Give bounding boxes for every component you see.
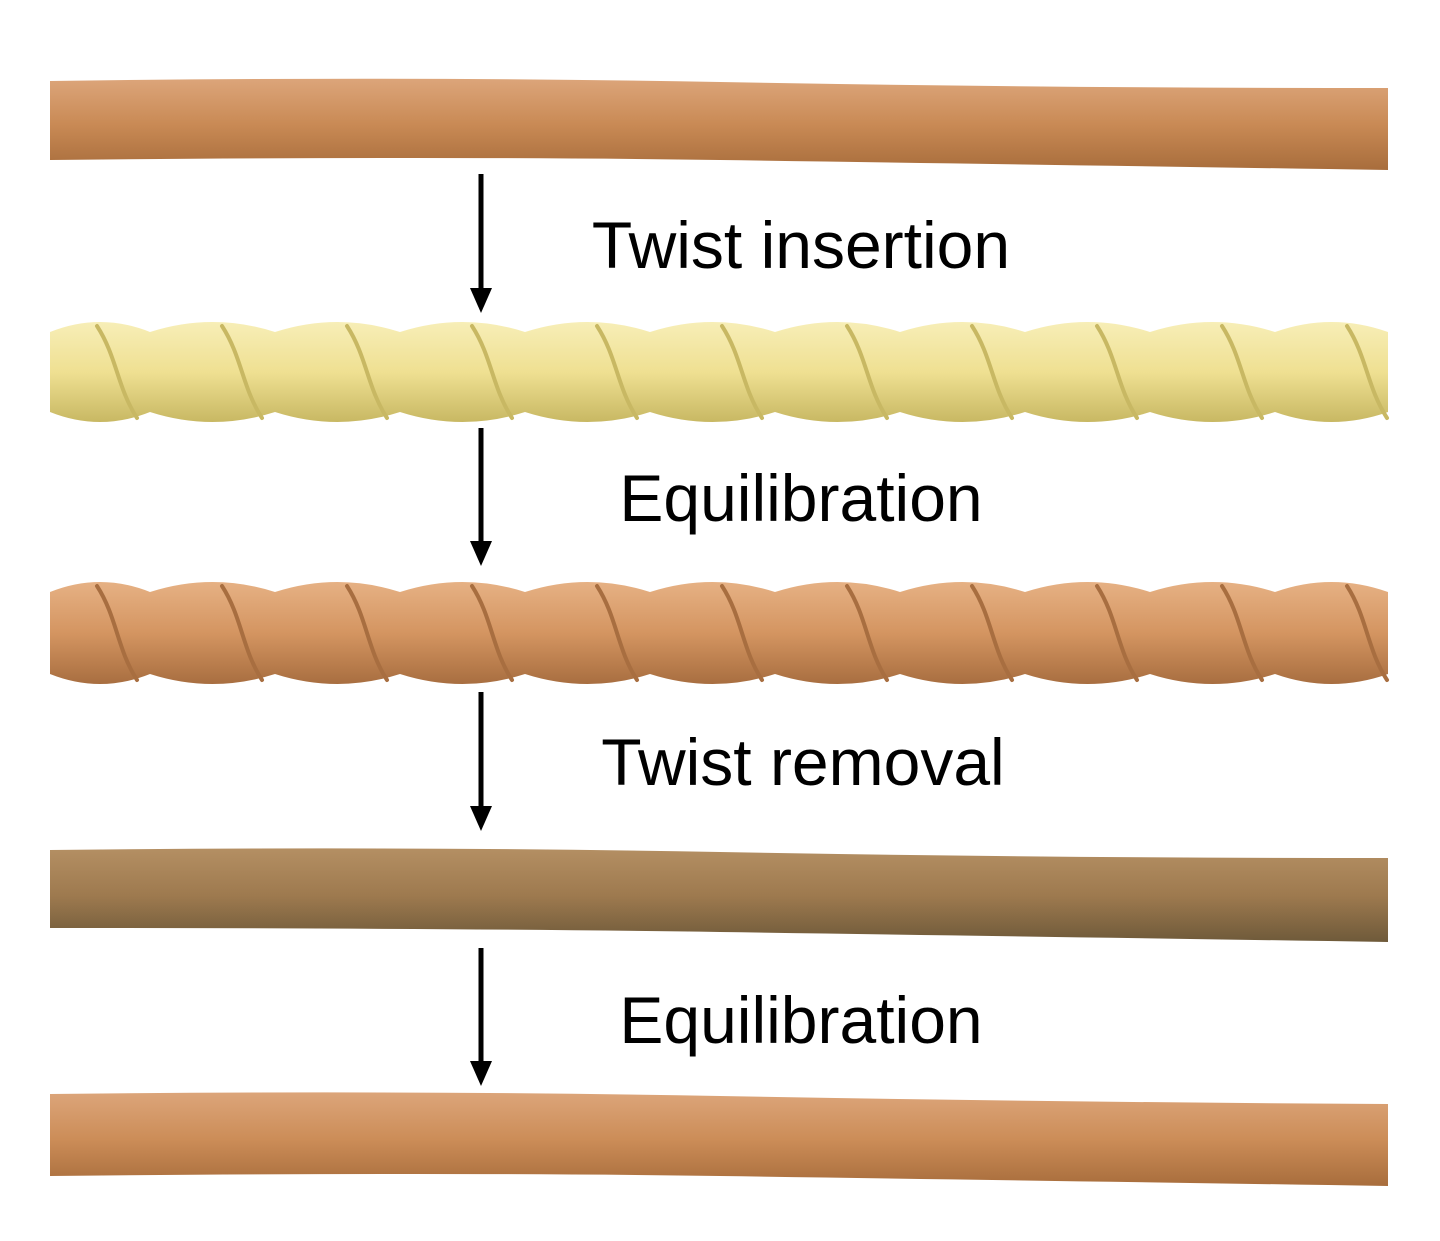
twist-groove	[345, 324, 389, 420]
twist-groove	[720, 324, 764, 420]
twist-groove	[95, 584, 139, 682]
step-label-twist-insertion: Twist insertion	[592, 208, 1010, 282]
twist-groove	[845, 584, 889, 682]
fiber-untwisted	[50, 848, 1388, 942]
twist-groove	[95, 324, 139, 420]
twist-groove	[845, 324, 889, 420]
twist-groove	[1220, 584, 1264, 682]
twist-groove	[470, 584, 514, 682]
twist-groove	[720, 584, 764, 682]
twist-groove	[220, 324, 264, 420]
twist-grooves	[95, 324, 1389, 420]
fiber-untwisted-body	[50, 848, 1388, 942]
step-label-equilibration-2: Equilibration	[619, 983, 982, 1057]
arrow-step-4	[470, 948, 492, 1086]
twist-groove	[1345, 324, 1389, 420]
fiber-twisted-equilibrated-body	[50, 582, 1388, 684]
fiber-twisted-dry-body	[50, 322, 1388, 422]
arrow-step-3	[470, 692, 492, 831]
fiber-initial	[50, 78, 1388, 170]
twist-grooves	[95, 584, 1389, 682]
arrow-step-2	[470, 428, 492, 566]
arrow-step-1	[470, 174, 492, 313]
twist-groove	[470, 324, 514, 420]
twist-groove	[1095, 324, 1139, 420]
twist-groove	[595, 324, 639, 420]
fiber-initial-body	[50, 78, 1388, 170]
twist-groove	[1220, 324, 1264, 420]
fiber-twisted-equilibrated	[50, 582, 1389, 684]
twist-groove	[595, 584, 639, 682]
step-label-equilibration-1: Equilibration	[619, 461, 982, 535]
twist-groove	[970, 584, 1014, 682]
twist-groove	[970, 324, 1014, 420]
fiber-final-body	[50, 1092, 1388, 1186]
twist-groove	[1095, 584, 1139, 682]
twist-groove	[1345, 584, 1389, 682]
fiber-final	[50, 1092, 1388, 1186]
twist-groove	[220, 584, 264, 682]
twist-groove	[345, 584, 389, 682]
step-label-twist-removal: Twist removal	[601, 725, 1004, 799]
fiber-twisted-dry	[50, 322, 1389, 422]
